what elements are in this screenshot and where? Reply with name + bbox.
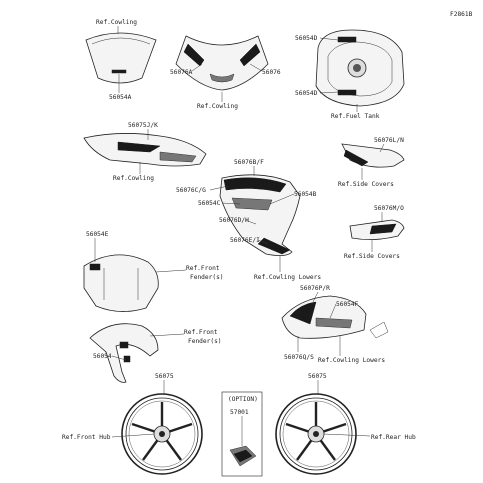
upper-cowl-part (175, 35, 269, 91)
label-56076Q-S: 56076Q/S (284, 354, 314, 361)
side-fairing-part (219, 174, 301, 256)
label-ref-cowling-2: Ref.Cowling (197, 103, 238, 110)
label-56054D-1: 56054D (295, 35, 318, 42)
label-option: (OPTION) (228, 396, 258, 403)
label-56076B-F: 56076B/F (234, 159, 264, 166)
label-ref-cowling-lowers-2: Ref.Cowling Lowers (318, 357, 385, 364)
label-ref-side-covers-1: Ref.Side Covers (338, 181, 394, 188)
label-56076D-H: 56076D/H (219, 217, 249, 224)
front-fender-top-part (83, 254, 159, 312)
label-56075-1: 56075 (155, 373, 174, 380)
label-ref-rear-hub: Ref.Rear Hub (371, 434, 416, 441)
side-cover-lower-part (349, 219, 405, 240)
label-56076M-O: 56076M/O (374, 205, 404, 212)
label-ref-side-covers-2: Ref.Side Covers (344, 253, 400, 260)
label-ref-cowling-lowers-1: Ref.Cowling Lowers (254, 274, 321, 281)
label-56054A: 56054A (109, 94, 132, 101)
label-56076P-R: 56076P/R (300, 285, 330, 292)
label-56075J-K: 56075J/K (128, 122, 158, 129)
label-56054E: 56054E (86, 231, 109, 238)
front-wheel-part (121, 393, 203, 475)
front-fender-side-part (89, 323, 159, 383)
label-56054C: 56054C (198, 200, 221, 207)
label-ref-front-fender-1b: Fender(s) (190, 274, 224, 281)
tail-cowl-part (83, 133, 207, 167)
label-ref-front-fender-2b: Fender(s) (188, 338, 222, 345)
rear-wheel-part (275, 393, 357, 475)
windscreen-part (85, 32, 157, 84)
label-56075-2: 56075 (308, 373, 327, 380)
label-ref-fuel-tank: Ref.Fuel Tank (331, 113, 380, 120)
label-56054F: 56054F (336, 301, 359, 308)
label-56076E-I: 56076E/I (230, 237, 260, 244)
label-56054B: 56054B (294, 191, 317, 198)
label-ref-cowling-1: Ref.Cowling (96, 19, 137, 26)
fuel-tank-part (315, 29, 405, 107)
label-ref-cowling-3: Ref.Cowling (113, 175, 154, 182)
label-ref-front-hub: Ref.Front Hub (62, 434, 111, 441)
label-56076L-N: 56076L/N (374, 137, 404, 144)
lower-cowl-part (281, 295, 389, 339)
label-ref-front-fender-1a: Ref.Front (186, 265, 220, 272)
label-56076A: 56076A (170, 69, 193, 76)
label-56054D-2: 56054D (295, 90, 318, 97)
side-cover-upper-part (341, 143, 405, 168)
figure-code: F2861B (450, 11, 473, 18)
label-56054: 56054 (93, 353, 112, 360)
label-57001: 57001 (230, 409, 249, 416)
label-56076: 56076 (262, 69, 281, 76)
label-ref-front-fender-2a: Ref.Front (184, 329, 218, 336)
label-56076C-G: 56076C/G (176, 187, 206, 194)
